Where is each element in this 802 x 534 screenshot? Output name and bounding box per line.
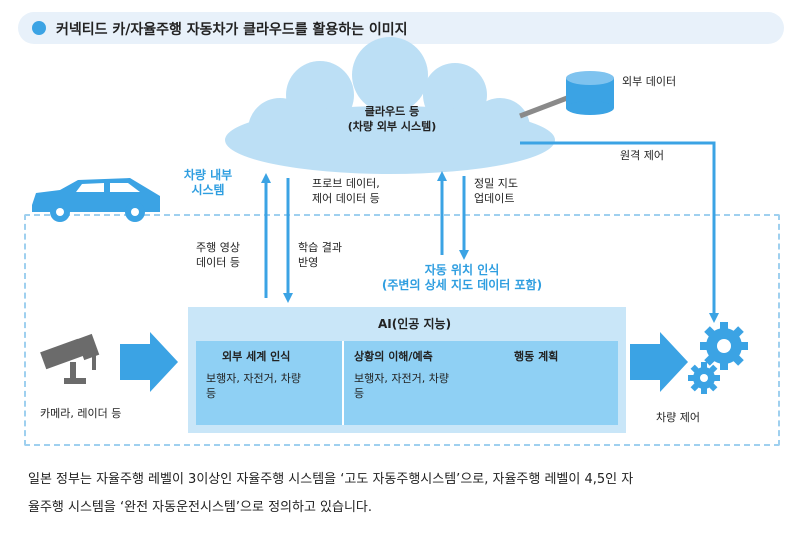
external-recognition-body-line2: 등 <box>206 387 217 400</box>
camera-radar-label: 카메라, 레이더 등 <box>40 407 122 420</box>
diagram-title: 커넥티드 카/자율주행 자동차가 클라우드를 활용하는 이미지 <box>56 22 408 38</box>
driving-video-line1: 주행 영상 <box>196 241 240 254</box>
situation-prediction-body-line1: 보행자, 자전거, 차량 <box>354 372 449 385</box>
probe-data-line1: 프로브 데이터, <box>312 177 380 190</box>
learning-result-line1: 학습 결과 <box>298 241 342 254</box>
car-internal-line1: 차량 내부 <box>183 168 233 182</box>
title-bullet-icon <box>32 21 46 35</box>
car-internal-label: 차량 내부 시스템 <box>168 168 248 198</box>
probe-data-line2: 제어 데이터 등 <box>312 192 380 205</box>
car-internal-line2: 시스템 <box>191 183 225 197</box>
external-recognition-title: 외부 세계 인식 <box>222 350 291 363</box>
map-update-line1: 정밀 지도 <box>474 177 518 190</box>
ai-title: AI(인공 지능) <box>378 317 452 331</box>
remote-control-arrow <box>520 141 719 323</box>
gear-icon <box>688 322 748 394</box>
probe-data-label: 프로브 데이터, 제어 데이터 등 <box>312 176 380 206</box>
vehicle-control-label: 차량 제어 <box>656 411 700 424</box>
cloud-icon <box>225 37 555 174</box>
car-icon <box>32 178 160 222</box>
map-update-line2: 업데이트 <box>474 192 515 205</box>
footer-description: 일본 정부는 자율주행 레벨이 3이상인 자율주행 시스템을 ‘고도 자동주행시… <box>28 466 788 522</box>
sensor-input-arrow <box>120 332 178 392</box>
vehicle-system-area <box>24 214 780 446</box>
footer-line1: 일본 정부는 자율주행 레벨이 3이상인 자율주행 시스템을 ‘고도 자동주행시… <box>28 472 634 487</box>
external-recognition-body-line1: 보행자, 자전거, 차량 <box>206 372 301 385</box>
ai-panel-divider <box>342 341 344 425</box>
database-icon <box>519 71 614 119</box>
situation-prediction-title: 상황의 이해/예측 <box>354 350 433 363</box>
learning-result-label: 학습 결과 반영 <box>298 240 342 270</box>
cloud-label: 클라우드 등 (차량 외부 시스템) <box>330 104 454 134</box>
self-position-line2: (주변의 상세 지도 데이터 포함) <box>381 278 543 292</box>
ai-process-panel: 외부 세계 인식 보행자, 자전거, 차량 등 상황의 이해/예측 보행자, 자… <box>196 341 618 425</box>
ai-box: AI(인공 지능) 외부 세계 인식 보행자, 자전거, 차량 등 상황의 이해… <box>188 307 626 433</box>
situation-prediction-body-line2: 등 <box>354 387 365 400</box>
external-data-label: 외부 데이터 <box>622 75 677 88</box>
remote-control-label: 원격 제어 <box>620 149 664 162</box>
self-position-line1: 자동 위치 인식 <box>424 263 500 277</box>
footer-line2: 율주행 시스템을 ‘완전 자동운전시스템’으로 정의하고 있습니다. <box>28 500 373 515</box>
driving-video-line2: 데이터 등 <box>196 256 240 269</box>
cloud-label-line2: (차량 외부 시스템) <box>347 120 437 133</box>
map-update-label: 정밀 지도 업데이트 <box>474 176 518 206</box>
learning-result-line2: 반영 <box>298 256 319 269</box>
self-position-label: 자동 위치 인식 (주변의 상세 지도 데이터 포함) <box>350 263 574 293</box>
control-output-arrow <box>630 332 688 392</box>
driving-video-label: 주행 영상 데이터 등 <box>196 240 240 270</box>
cloud-label-line1: 클라우드 등 <box>364 105 420 118</box>
camera-icon <box>40 333 100 384</box>
action-planning-title: 행동 계획 <box>514 350 559 363</box>
